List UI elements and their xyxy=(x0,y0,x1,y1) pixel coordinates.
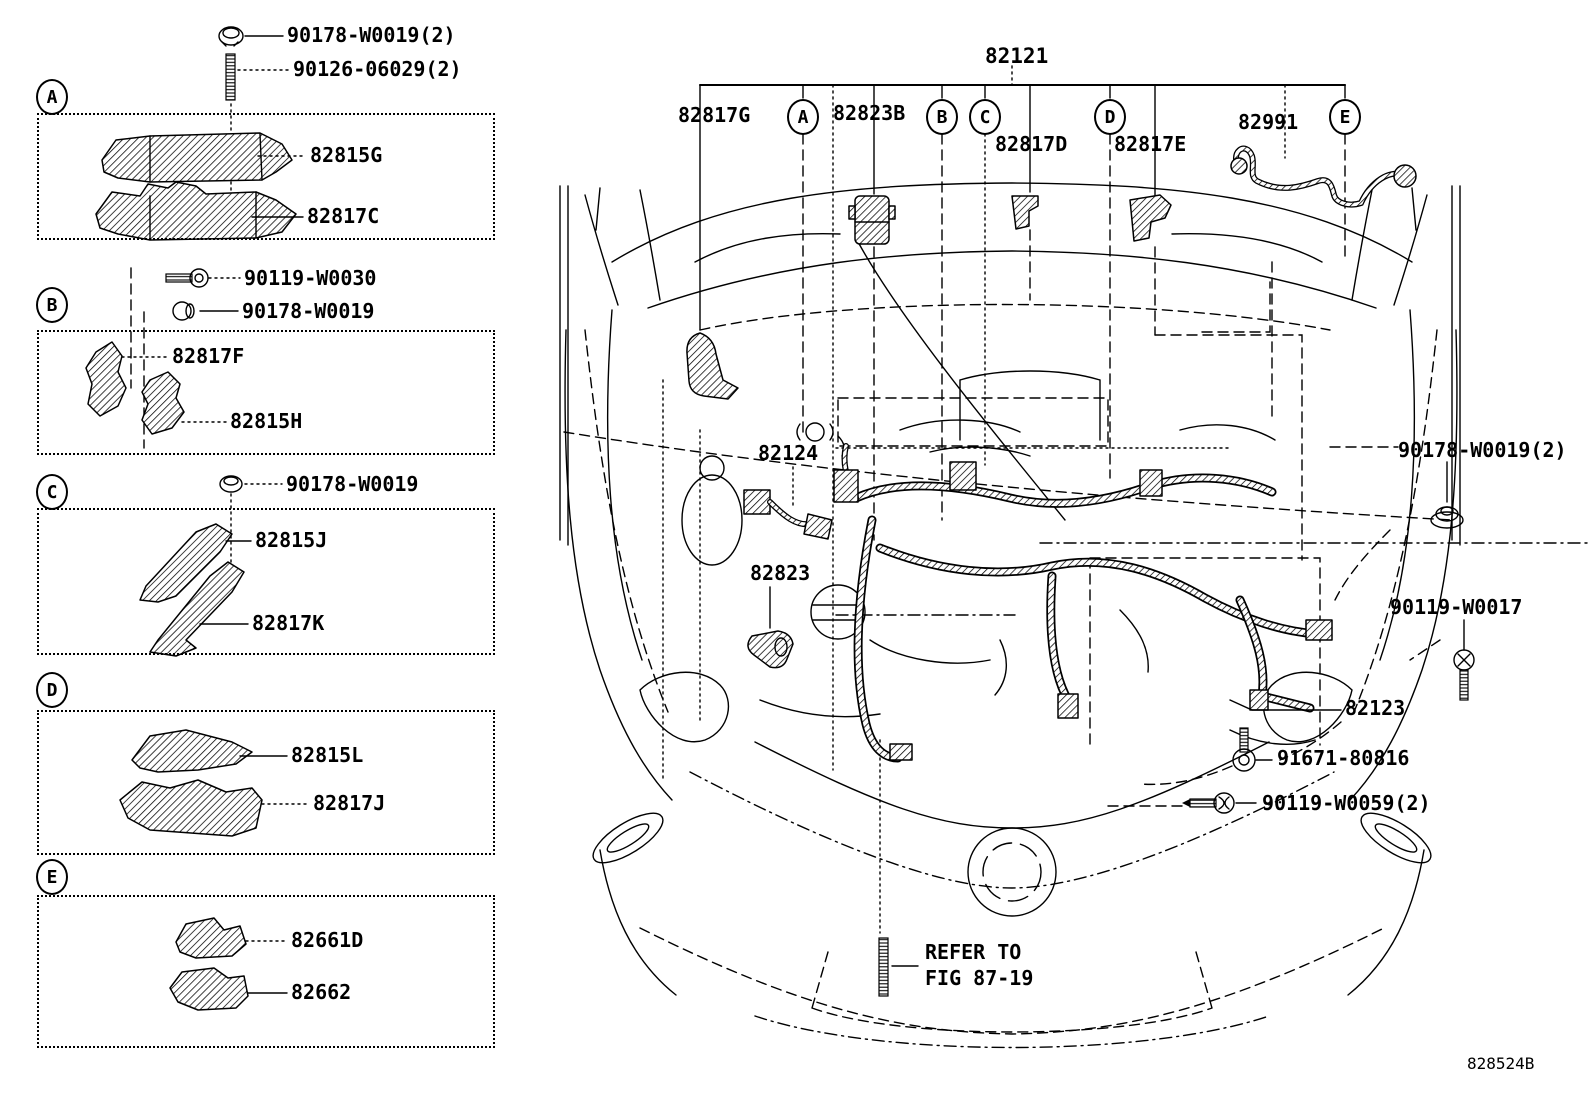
fastener-90119-w0017 xyxy=(1409,619,1475,701)
part-82661d-thumbnail xyxy=(175,917,247,959)
part-label: 82124 xyxy=(758,441,819,465)
part-label: 82817J xyxy=(313,791,386,815)
callout-c-main: C xyxy=(969,99,1001,135)
bolt-icon xyxy=(165,268,209,288)
callout-a: A xyxy=(36,79,68,115)
figure-code: 828524B xyxy=(1467,1054,1535,1073)
fastener-label: 90119-W0017 xyxy=(1390,595,1523,619)
part-label: 82661D xyxy=(291,928,364,952)
section-c-box xyxy=(37,508,495,655)
fastener-label: 90178-W0019(2) xyxy=(1398,438,1567,462)
part-label: 82815L xyxy=(291,743,364,767)
fastener-label: 90178-W0019(2) xyxy=(287,23,456,47)
part-82817e-thumbnail xyxy=(1129,194,1172,242)
engine-harness xyxy=(833,443,1333,763)
part-label: 82815J xyxy=(255,528,328,552)
leader-82123 xyxy=(1229,699,1342,761)
callout-b: B xyxy=(36,287,68,323)
callout-c: C xyxy=(36,474,68,510)
part-82124-thumbnail xyxy=(743,466,833,540)
fastener-label: 90178-W0019 xyxy=(286,472,419,496)
callout-d-main: D xyxy=(1094,99,1126,135)
part-82991-thumbnail xyxy=(1230,145,1417,208)
fastener-label: 90126-06029(2) xyxy=(293,57,462,81)
section-e-box xyxy=(37,895,495,1048)
fastener-90119-w0059-2 xyxy=(1107,792,1257,814)
part-label: 82815G xyxy=(310,143,383,167)
callout-a-main: A xyxy=(787,99,819,135)
fastener-90178-w0019-2 xyxy=(1334,461,1464,601)
refer-note-line2: FIG 87-19 xyxy=(925,966,1034,990)
branch-label: 82823B xyxy=(833,101,906,125)
part-82823-thumbnail xyxy=(747,586,794,669)
part-label: 82823 xyxy=(750,561,811,585)
part-82817g-thumbnail xyxy=(686,332,739,400)
callout-e: E xyxy=(36,859,68,895)
part-label: 82123 xyxy=(1345,696,1406,720)
refer-note-line1: REFER TO xyxy=(925,940,1022,964)
fastener-label: 91671-80816 xyxy=(1277,746,1410,770)
part-label: 82817F xyxy=(172,344,245,368)
part-82815l-thumbnail xyxy=(131,729,253,773)
part-82823b-thumbnail xyxy=(848,195,896,245)
part-82815j-thumbnail xyxy=(139,523,233,603)
fastener-label: 90119-W0030 xyxy=(244,266,377,290)
part-label: 82817C xyxy=(307,204,380,228)
fastener-label: 90119-W0059(2) xyxy=(1262,791,1431,815)
section-a-box xyxy=(37,113,495,240)
fastener-91671-80816 xyxy=(1139,727,1273,786)
part-82817j-thumbnail xyxy=(119,779,263,837)
refer-note-stud-icon xyxy=(878,937,919,997)
part-82815h-thumbnail xyxy=(141,371,185,435)
branch-label: 82817G xyxy=(678,103,751,127)
branch-label: 82991 xyxy=(1238,110,1299,134)
part-82817d-thumbnail xyxy=(1011,195,1039,230)
car-body-outline xyxy=(559,182,1461,1049)
part-82662-thumbnail xyxy=(169,967,249,1011)
section-c-art xyxy=(139,475,283,657)
harness-part-label: 82121 xyxy=(985,44,1049,68)
section-d-art xyxy=(119,729,310,837)
part-label: 82815H xyxy=(230,409,303,433)
stud-bolt-icon xyxy=(225,53,236,101)
branch-label: 82817E xyxy=(1114,132,1187,156)
grommet-icon xyxy=(172,301,195,321)
section-b-art xyxy=(85,267,241,449)
fastener-label: 90178-W0019 xyxy=(242,299,375,323)
section-a-art xyxy=(95,26,307,241)
callout-b-main: B xyxy=(926,99,958,135)
branch-label: 82817D xyxy=(995,132,1068,156)
part-label: 82817K xyxy=(252,611,325,635)
part-label: 82662 xyxy=(291,980,352,1004)
callout-tree xyxy=(699,65,1399,934)
nut-icon xyxy=(218,26,244,47)
nut-icon xyxy=(219,475,243,493)
section-e-art xyxy=(169,917,288,1011)
section-d-box xyxy=(37,710,495,855)
callout-e-main: E xyxy=(1329,99,1361,135)
callout-d: D xyxy=(36,672,68,708)
part-82817f-thumbnail xyxy=(85,341,127,417)
section-b-box xyxy=(37,330,495,455)
